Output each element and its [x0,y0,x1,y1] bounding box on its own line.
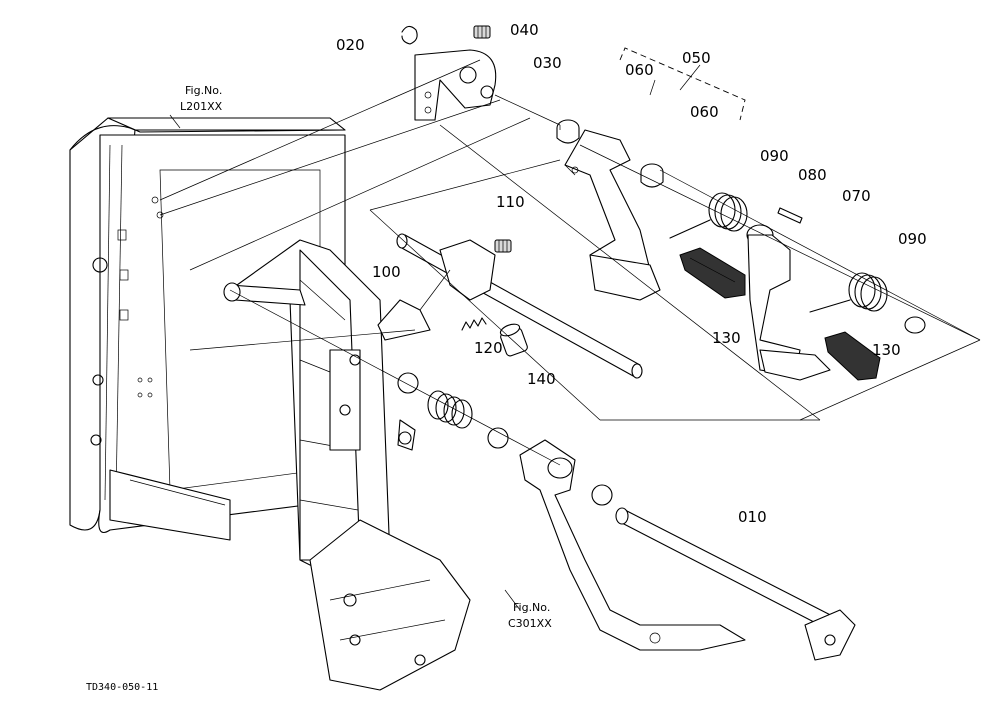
drawing-id: TD340-050-11 [86,682,158,693]
leader-lines [159,47,981,611]
collar-a [397,372,419,394]
bolt-040 [473,25,491,39]
pedal-050 [564,129,661,301]
pedal-070 [746,224,831,381]
bracket-030 [414,49,497,121]
spring-090-b [809,272,888,313]
fig-ref-l201-line2: L201XX [180,100,223,113]
label-080: 080 [798,166,827,184]
frame-panel [69,117,346,541]
bolt-110 [494,239,512,253]
shaft-010 [615,507,856,661]
label-070: 070 [842,187,871,205]
pin-080 [777,207,803,224]
shaft-100 [377,233,643,379]
label-050: 050 [682,49,711,67]
label-120: 120 [474,339,503,357]
label-060-b: 060 [690,103,719,121]
lower-pedal-arm [519,439,746,651]
label-020: 020 [336,36,365,54]
pedal-pad-130-b [824,331,881,381]
bushing-140 [499,323,528,357]
circlip-020 [401,25,418,45]
label-040: 040 [510,21,539,39]
lower-spring [427,390,473,429]
label-130-b: 130 [872,341,901,359]
center-bracket [223,239,471,691]
label-110: 110 [496,193,525,211]
spring-120 [461,317,487,331]
label-010: 010 [738,508,767,526]
bushing-end [904,316,926,334]
spring-090-a [669,192,748,239]
label-140: 140 [527,370,556,388]
collar-b [487,427,509,449]
label-030: 030 [533,54,562,72]
pedal-pad-130-a [679,247,746,299]
bushing-060-a [556,119,580,144]
label-130-a: 130 [712,329,741,347]
fig-ref-c301-line1: Fig.No. [513,601,550,614]
fig-ref-c301-line2: C301XX [508,617,552,630]
fig-ref-l201-line1: Fig.No. [185,84,222,97]
label-100: 100 [372,263,401,281]
collar-c [591,484,613,506]
label-090-b: 090 [898,230,927,248]
label-090-a: 090 [760,147,789,165]
label-060-a: 060 [625,61,654,79]
